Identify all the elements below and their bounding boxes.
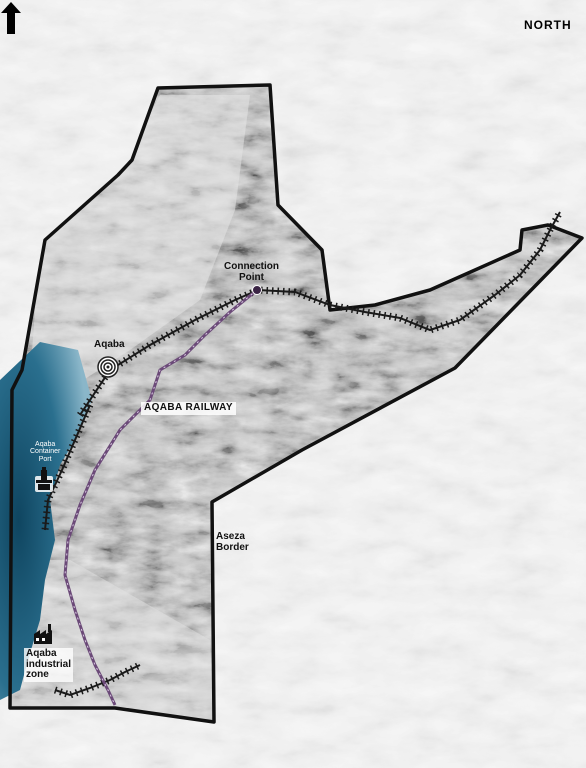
north-label: NORTH — [524, 18, 572, 32]
factory-icon[interactable] — [34, 624, 52, 644]
industrial-zone-label: Aqaba industrial zone — [24, 648, 74, 682]
aseza-border-label: Aseza Border — [216, 531, 249, 553]
north-arrow-icon — [1, 2, 21, 34]
aqaba-city-label: Aqaba — [94, 339, 125, 350]
connection-point-label: Connection Point — [224, 261, 279, 283]
aqaba-railway-label: AQABA RAILWAY — [141, 402, 236, 415]
port-crane-icon[interactable] — [35, 467, 53, 492]
aqaba-railway-route — [63, 288, 258, 706]
connection-point-dot-icon[interactable] — [252, 285, 262, 295]
aseza-boundary-line — [8, 83, 584, 724]
container-port-label: Aqaba Container Port — [30, 441, 61, 463]
city-target-icon[interactable] — [97, 356, 119, 378]
existing-rail-track — [41, 210, 564, 699]
